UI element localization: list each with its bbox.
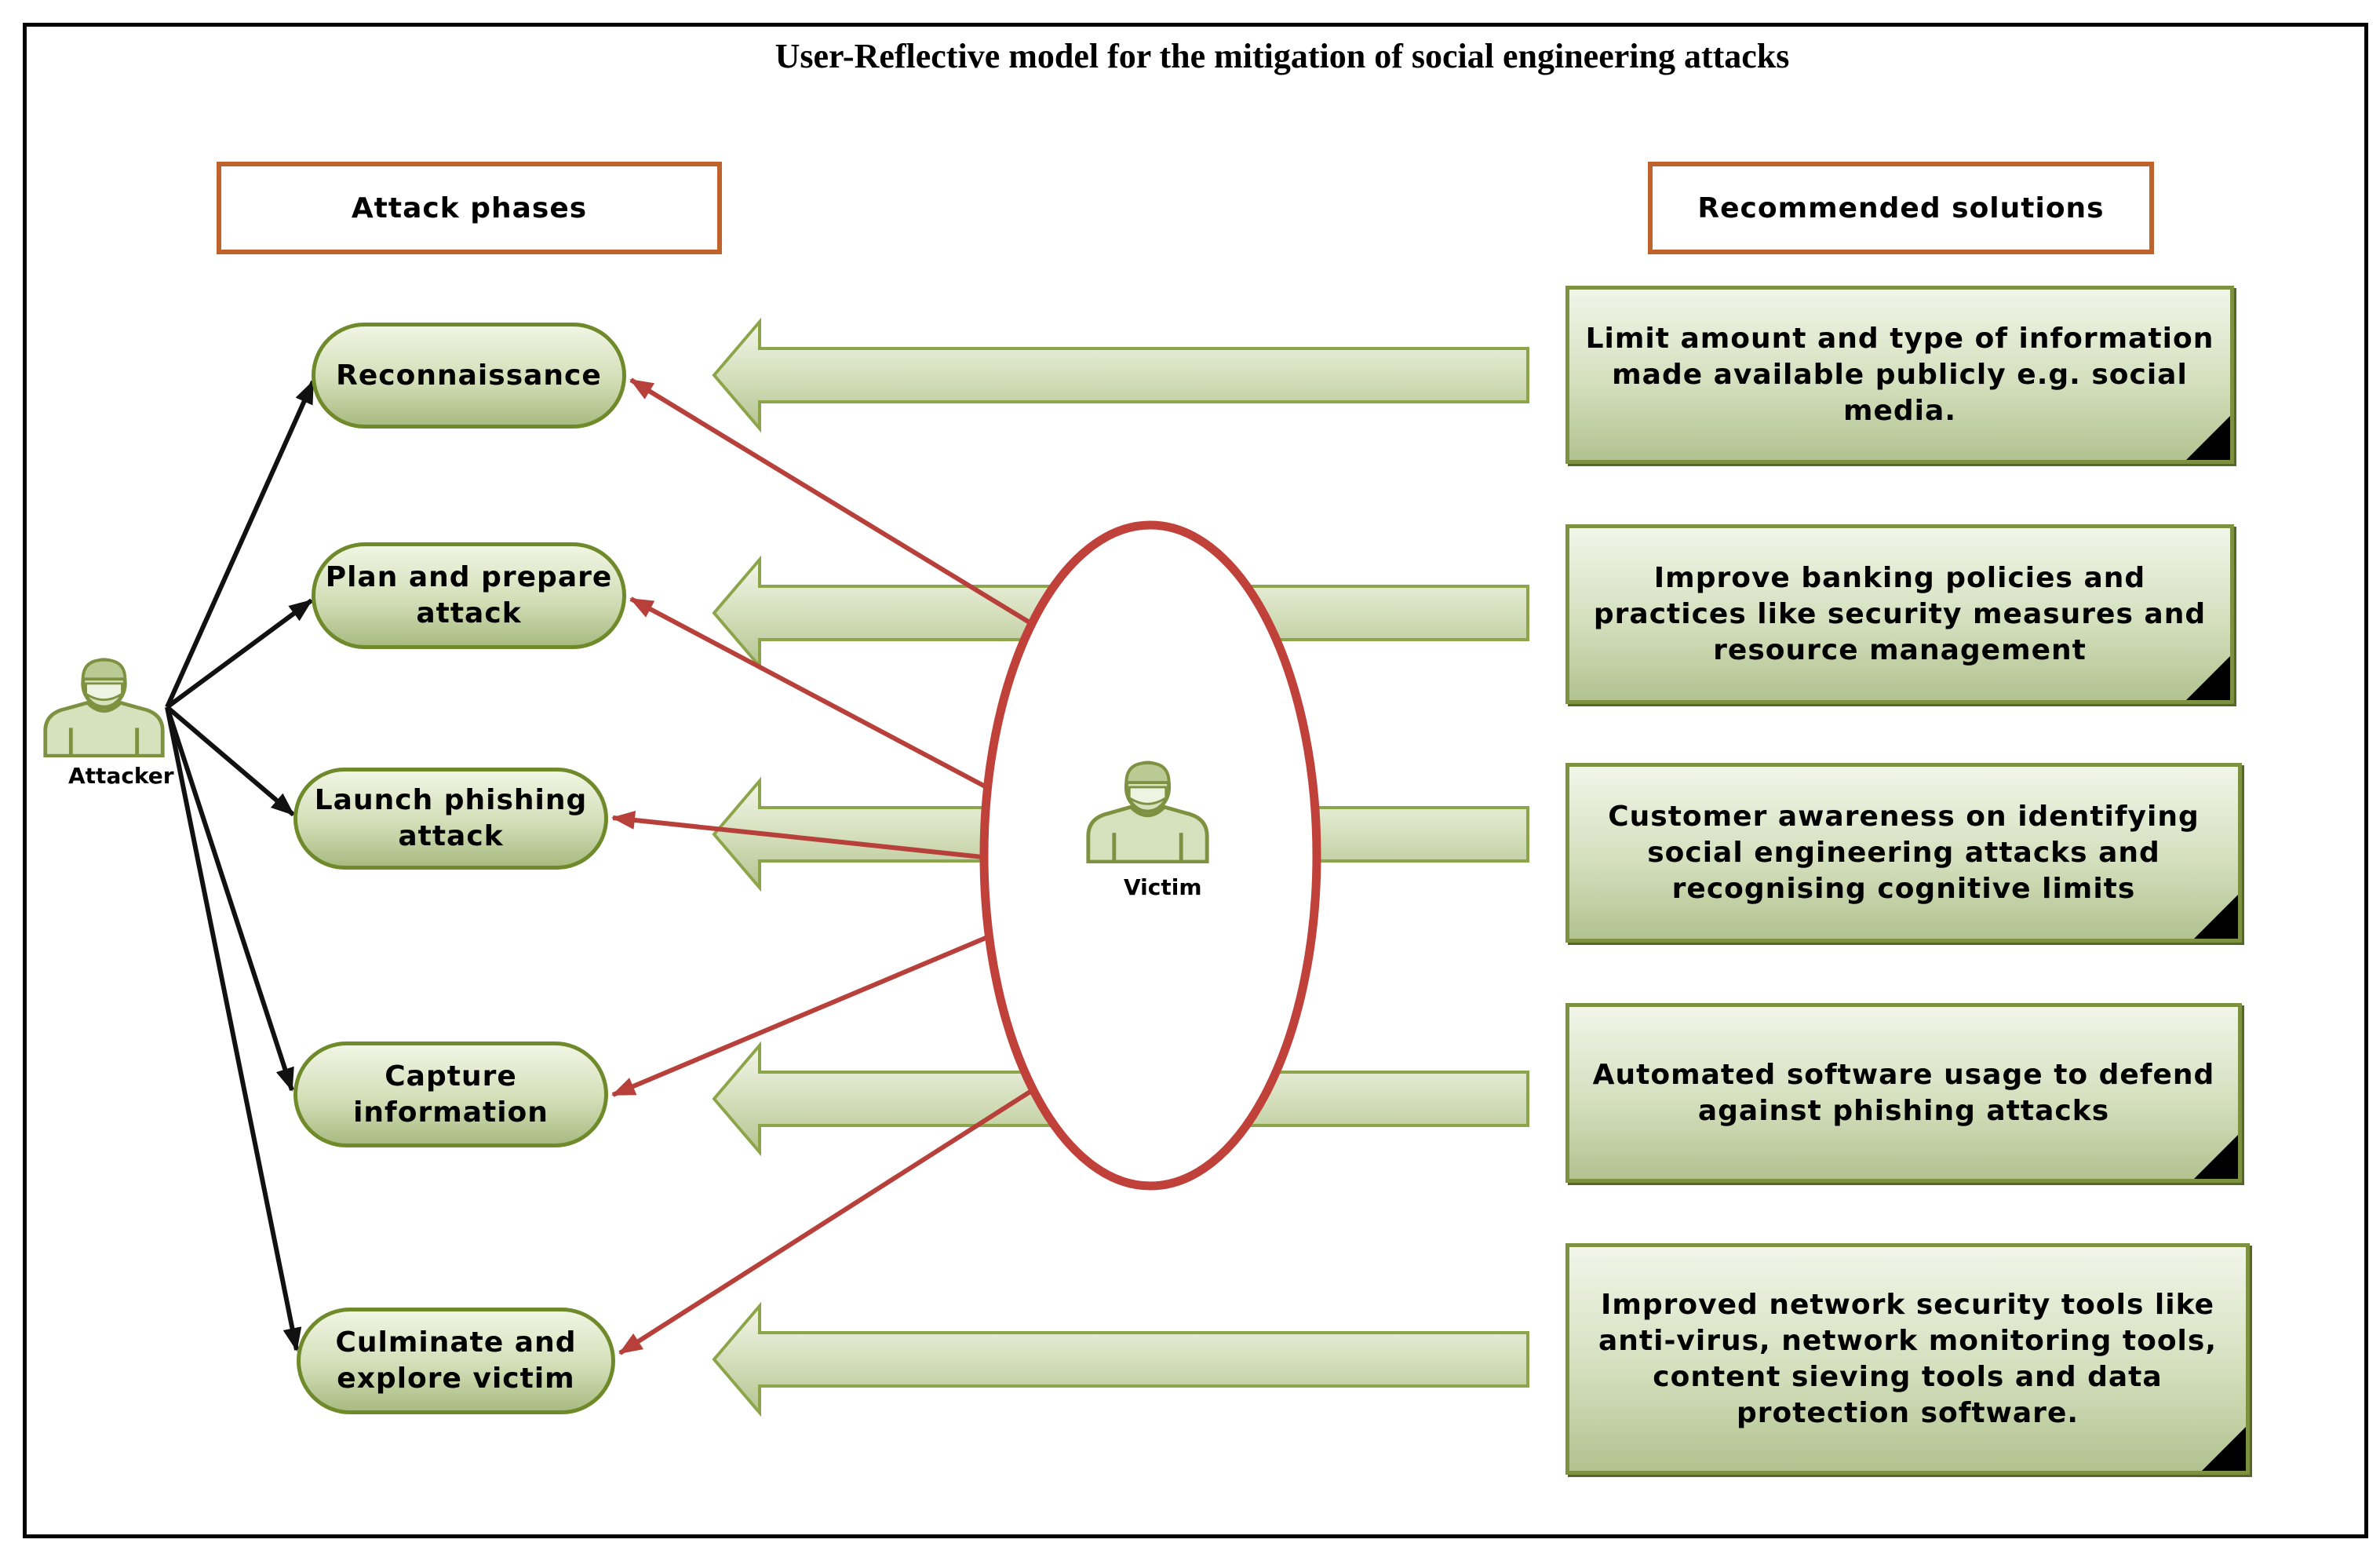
solution-box-2: Improve banking policies and practices l… [1565, 524, 2234, 704]
phase-launch-phishing-attack: Launch phishing attack [293, 768, 608, 870]
attacker-to-plan-arrow [166, 598, 313, 710]
phase-plan-and-prepare-attack: Plan and prepare attack [312, 542, 626, 649]
corner-fold-marker [2202, 1427, 2246, 1471]
phase-label-line: attack [398, 820, 504, 852]
victim-to-reconnaissance-arrow [629, 378, 1045, 633]
corner-fold-marker [2194, 1135, 2238, 1179]
attacker-to-reconnaissance-arrow [165, 380, 315, 709]
victim-person-icon [1086, 761, 1209, 863]
solution-text: Improved network security tools like ant… [1598, 1287, 2217, 1432]
solution-text-line: media. [1842, 394, 1956, 427]
solution-text-line: against phishing attacks [1697, 1094, 2110, 1127]
phase-label-line: Culminate and [335, 1326, 577, 1359]
solution-arrow-5 [712, 1301, 1529, 1417]
solution-text-line: anti-virus, network monitoring tools, [1598, 1324, 2217, 1357]
phase-label-line: Capture [385, 1060, 517, 1093]
solution-text-line: practices like security measures and [1593, 597, 2207, 630]
diagram-title: User-Reflective model for the mitigation… [775, 37, 1790, 75]
victim-to-capture-arrow [611, 928, 1006, 1097]
phase-label-line: information [353, 1096, 549, 1129]
phase-label-line: Reconnaissance [336, 359, 602, 392]
solution-arrow-1 [712, 317, 1529, 433]
phase-label-line: explore victim [337, 1362, 575, 1395]
victim-label: Victim [1124, 874, 1202, 900]
solution-text-line: resource management [1713, 633, 2087, 666]
solution-box-5: Improved network security tools like ant… [1565, 1243, 2250, 1475]
recommended-solutions-header: Recommended solutions [1648, 162, 2154, 254]
diagram-frame [23, 23, 2368, 1538]
attack-phases-header: Attack phases [217, 162, 722, 254]
solution-text-line: recognising cognitive limits [1671, 872, 2136, 905]
attacker-to-capture-arrow [165, 706, 294, 1092]
solution-box-4: Automated software usage to defend again… [1565, 1003, 2242, 1183]
phase-culminate-and-explore-victim: Culminate and explore victim [297, 1308, 615, 1414]
phase-label-line: Plan and prepare [325, 561, 613, 593]
solution-text-line: Customer awareness on identifying [1608, 800, 2200, 833]
victim-to-launch-arrow [611, 811, 1005, 862]
attacker-to-culminate-arrow [165, 706, 302, 1352]
attacker-label: Attacker [68, 763, 174, 789]
phase-label-line: Launch phishing [314, 784, 588, 816]
solution-box-3: Customer awareness on identifying social… [1565, 763, 2242, 943]
solution-text-line: made available publicly e.g. social [1612, 358, 2188, 391]
solution-text: Automated software usage to defend again… [1593, 1057, 2215, 1129]
solution-text: Limit amount and type of information mad… [1586, 321, 2214, 429]
solution-text-line: Improved network security tools like [1601, 1288, 2214, 1321]
recommended-solutions-header-label: Recommended solutions [1697, 192, 2105, 224]
phase-reconnaissance: Reconnaissance [312, 323, 626, 429]
solution-text: Improve banking policies and practices l… [1594, 560, 2206, 669]
solution-text-line: content sieving tools and data [1653, 1360, 2163, 1393]
phase-capture-information: Capture information [293, 1041, 608, 1147]
solution-text-line: Automated software usage to defend [1592, 1058, 2215, 1091]
victim-to-culminate-arrow [618, 1081, 1045, 1355]
solution-text-line: Improve banking policies and [1653, 561, 2146, 594]
corner-fold-marker [2194, 895, 2238, 939]
phase-label-line: attack [416, 597, 522, 629]
solution-text: Customer awareness on identifying social… [1608, 799, 2200, 907]
solution-box-1: Limit amount and type of information mad… [1565, 286, 2234, 464]
attack-phases-header-label: Attack phases [351, 192, 588, 224]
attacker-person-icon [43, 658, 165, 757]
solution-text-line: protection software. [1736, 1396, 2079, 1429]
attacker-to-launch-arrow [166, 705, 295, 817]
solution-text-line: social engineering attacks and [1647, 836, 2160, 869]
solution-text-line: Limit amount and type of information [1585, 322, 2214, 355]
victim-to-plan-arrow [629, 596, 1006, 799]
